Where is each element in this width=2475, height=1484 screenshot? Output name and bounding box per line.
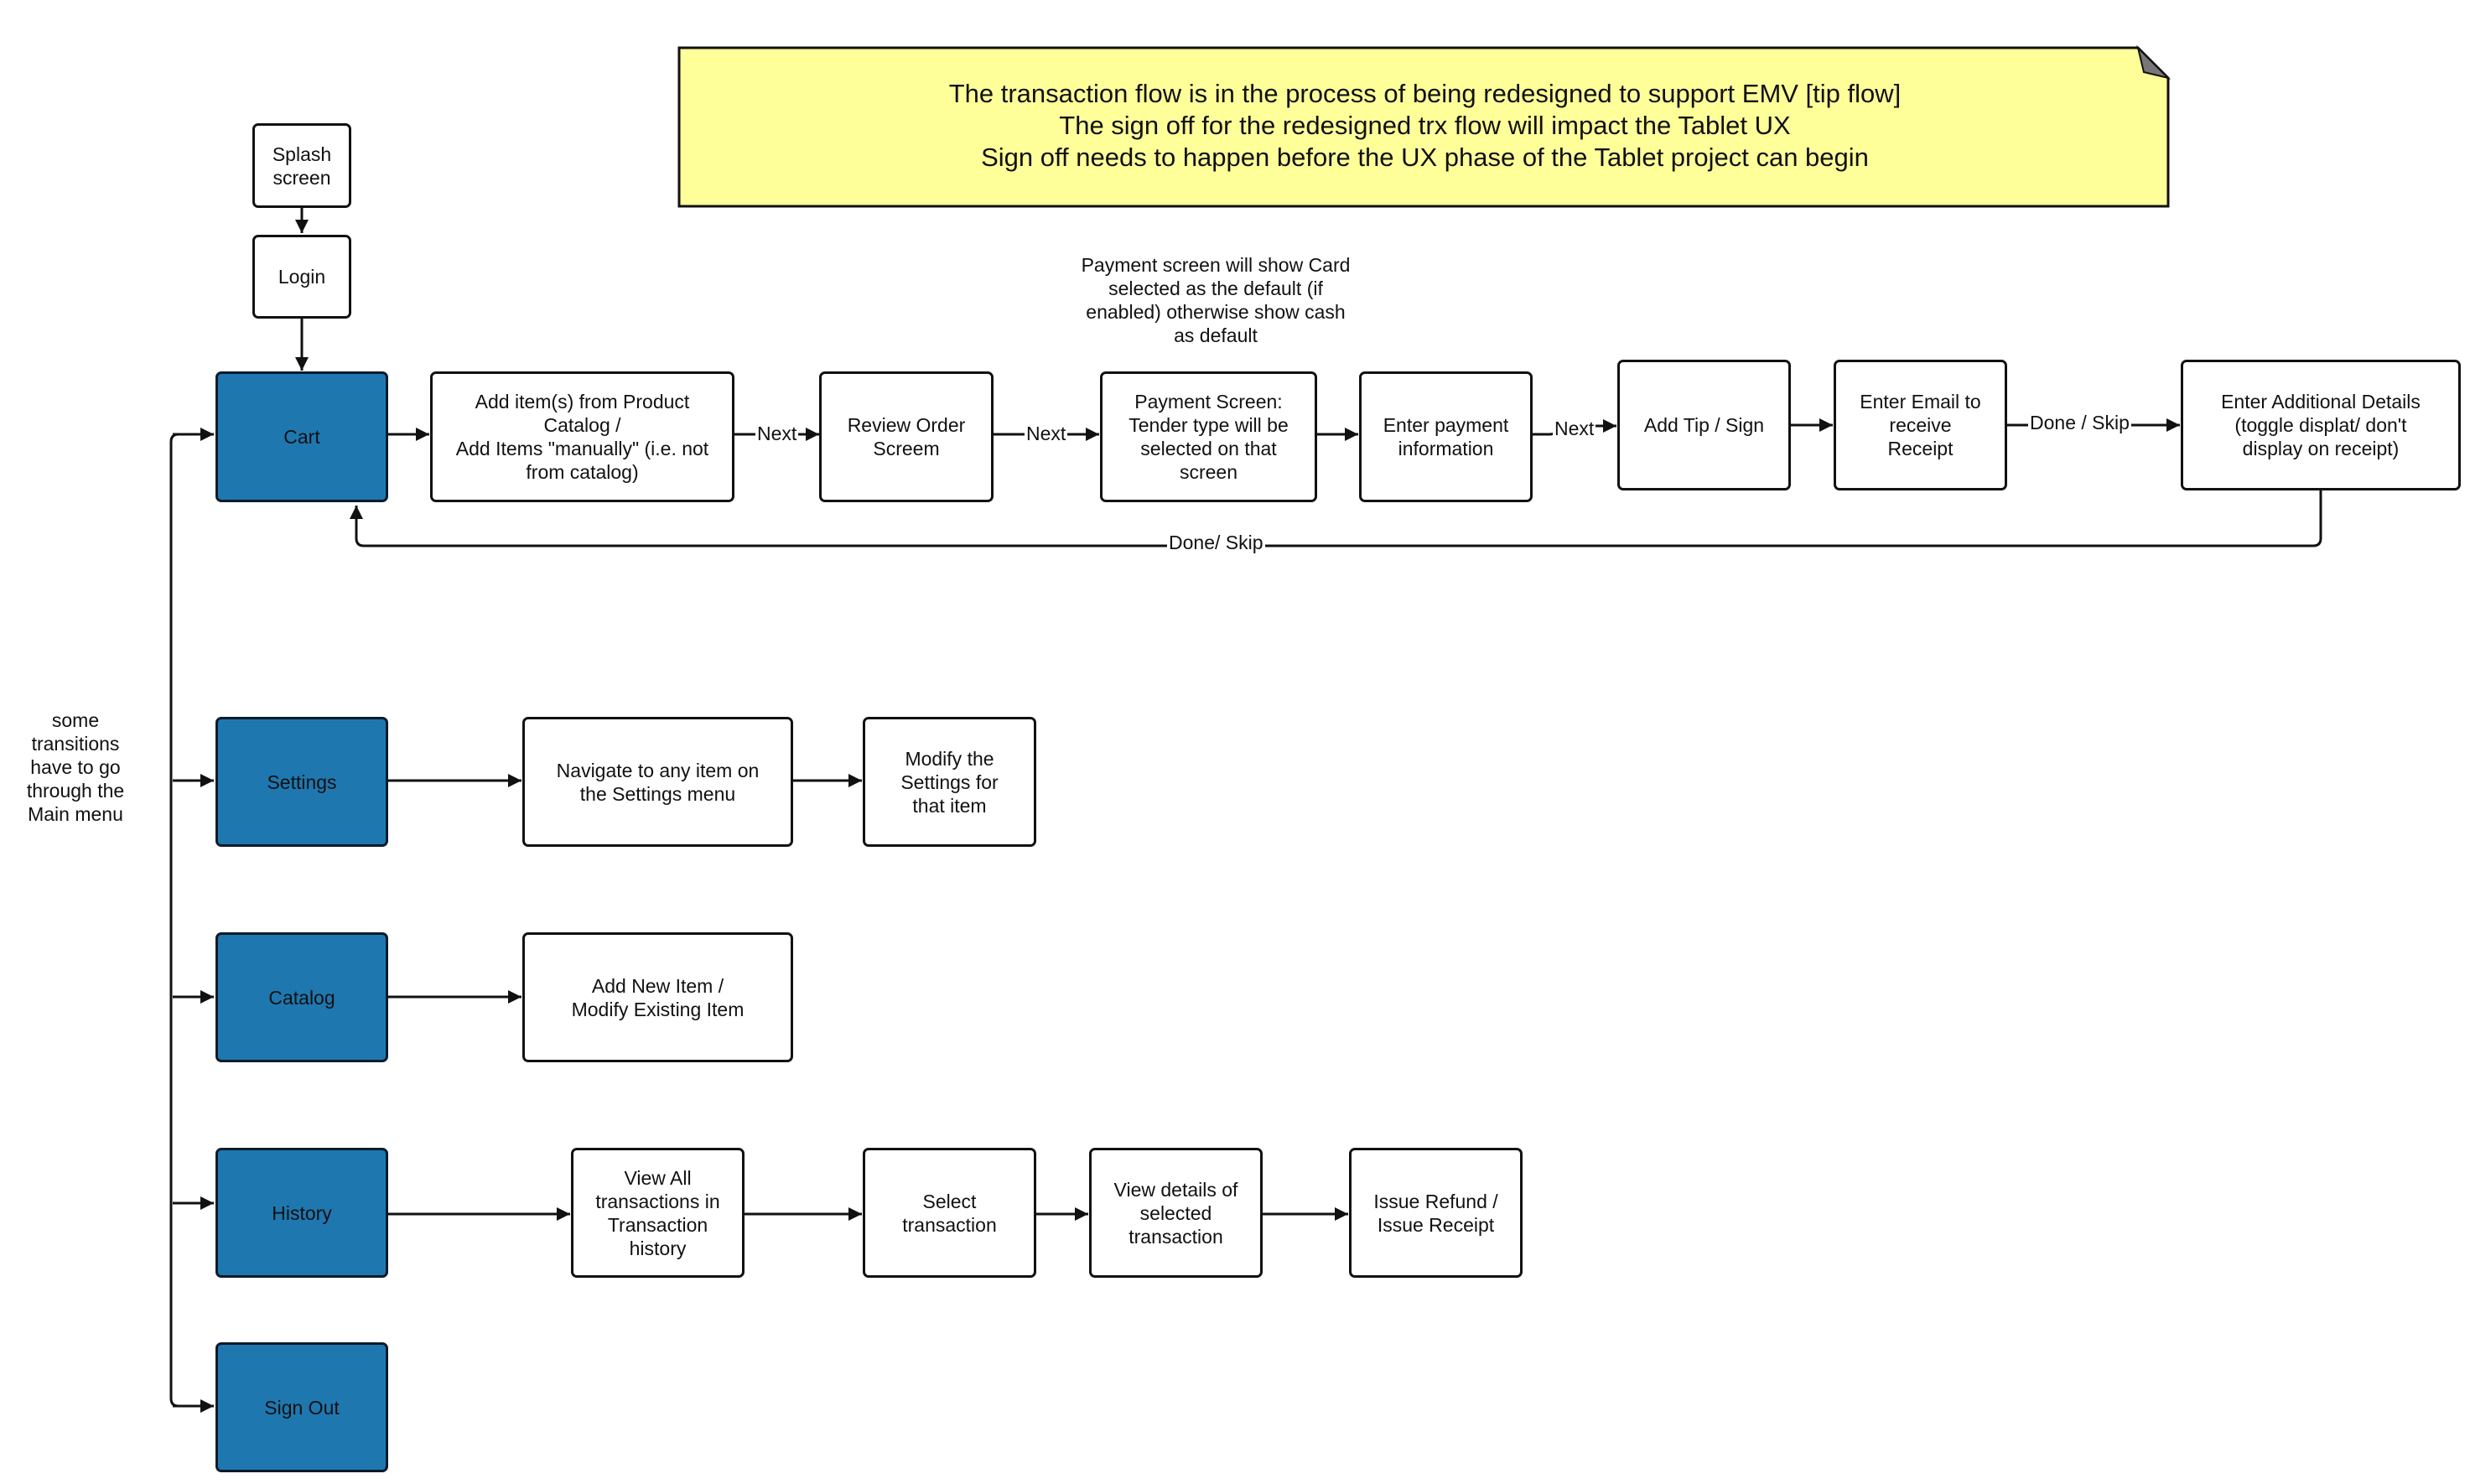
catalog-menu-node[interactable]: Catalog [215,932,388,1062]
edge-label-next-2: Next [1025,422,1068,445]
view-all-transactions-node[interactable]: View All transactions in Transaction his… [571,1148,745,1278]
history-menu-node[interactable]: History [215,1148,388,1278]
email-receipt-node[interactable]: Enter Email to receive Receipt [1834,360,2007,490]
additional-details-node[interactable]: Enter Additional Details (toggle displat… [2181,360,2461,490]
issue-refund-node[interactable]: Issue Refund / Issue Receipt [1349,1148,1523,1278]
add-new-item-node[interactable]: Add New Item / Modify Existing Item [522,932,793,1062]
select-transaction-node[interactable]: Select transaction [863,1148,1036,1278]
note-line-2: The sign off for the redesigned trx flow… [1059,111,1791,140]
settings-menu-node[interactable]: Settings [215,717,388,847]
note-fold [2136,44,2171,80]
modify-settings-node[interactable]: Modify the Settings for that item [863,717,1036,847]
main-menu-side-note: some transitions have to go through the … [26,709,125,825]
tip-sign-node[interactable]: Add Tip / Sign [1617,360,1791,490]
note-line-3: Sign off needs to happen before the UX p… [981,143,1869,172]
edge-label-done-skip-1: Done / Skip [2028,411,2131,434]
review-order-node[interactable]: Review Order Screem [819,371,994,502]
login-node[interactable]: Login [252,235,351,319]
payment-screen-node[interactable]: Payment Screen: Tender type will be sele… [1100,371,1317,502]
edge-label-done-skip-2: Done/ Skip [1167,531,1265,554]
edge-details-cart-return [350,490,2322,547]
navigate-settings-node[interactable]: Navigate to any item on the Settings men… [522,717,793,847]
note-shape [677,46,2170,208]
main-menu-spine [169,433,214,1408]
splash-screen-node[interactable]: Splash screen [252,123,351,208]
edge-label-next-1: Next [755,422,799,445]
enter-payment-node[interactable]: Enter payment information [1359,371,1533,502]
note-line-1: The transaction flow is in the process o… [948,79,1902,108]
add-items-node[interactable]: Add item(s) from Product Catalog / Add I… [430,371,734,502]
cart-menu-node[interactable]: Cart [215,371,388,502]
view-details-node[interactable]: View details of selected transaction [1089,1148,1263,1278]
signout-menu-node[interactable]: Sign Out [215,1342,388,1472]
payment-default-annotation: Payment screen will show Card selected a… [1081,254,1351,346]
redesign-note: The transaction flow is in the process o… [681,78,2169,174]
edge-label-next-3: Next [1553,417,1596,440]
